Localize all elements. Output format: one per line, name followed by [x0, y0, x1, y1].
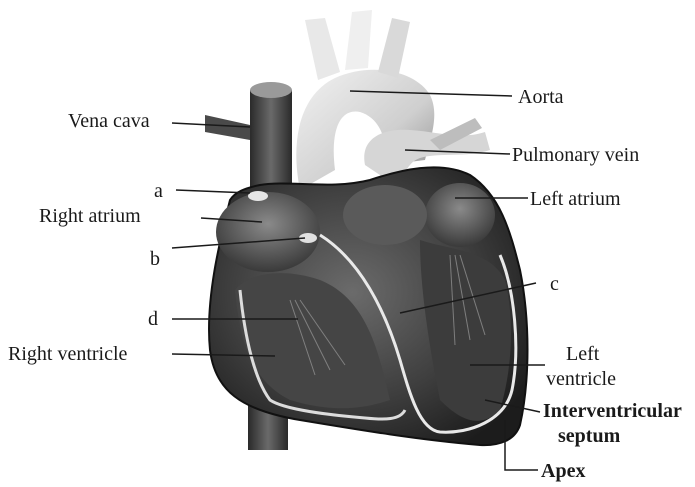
label-interventricular-line1: Interventricular: [543, 400, 682, 422]
label-pulmonary-vein: Pulmonary vein: [512, 144, 639, 166]
label-a: a: [154, 180, 163, 202]
label-c: c: [550, 273, 559, 295]
label-b: b: [150, 248, 160, 270]
label-aorta: Aorta: [518, 86, 564, 108]
label-vena-cava: Vena cava: [68, 110, 150, 132]
label-left-ventricle-line2: ventricle: [546, 368, 616, 390]
left-atrium: [425, 183, 495, 247]
label-left-atrium: Left atrium: [530, 188, 621, 210]
label-apex: Apex: [541, 460, 585, 482]
label-d: d: [148, 308, 158, 330]
label-right-atrium: Right atrium: [39, 205, 141, 227]
label-interventricular-line2: septum: [558, 425, 620, 447]
right-atrium: [216, 192, 320, 272]
label-right-ventricle: Right ventricle: [8, 343, 127, 365]
label-left-ventricle-line1: Left: [566, 343, 599, 365]
